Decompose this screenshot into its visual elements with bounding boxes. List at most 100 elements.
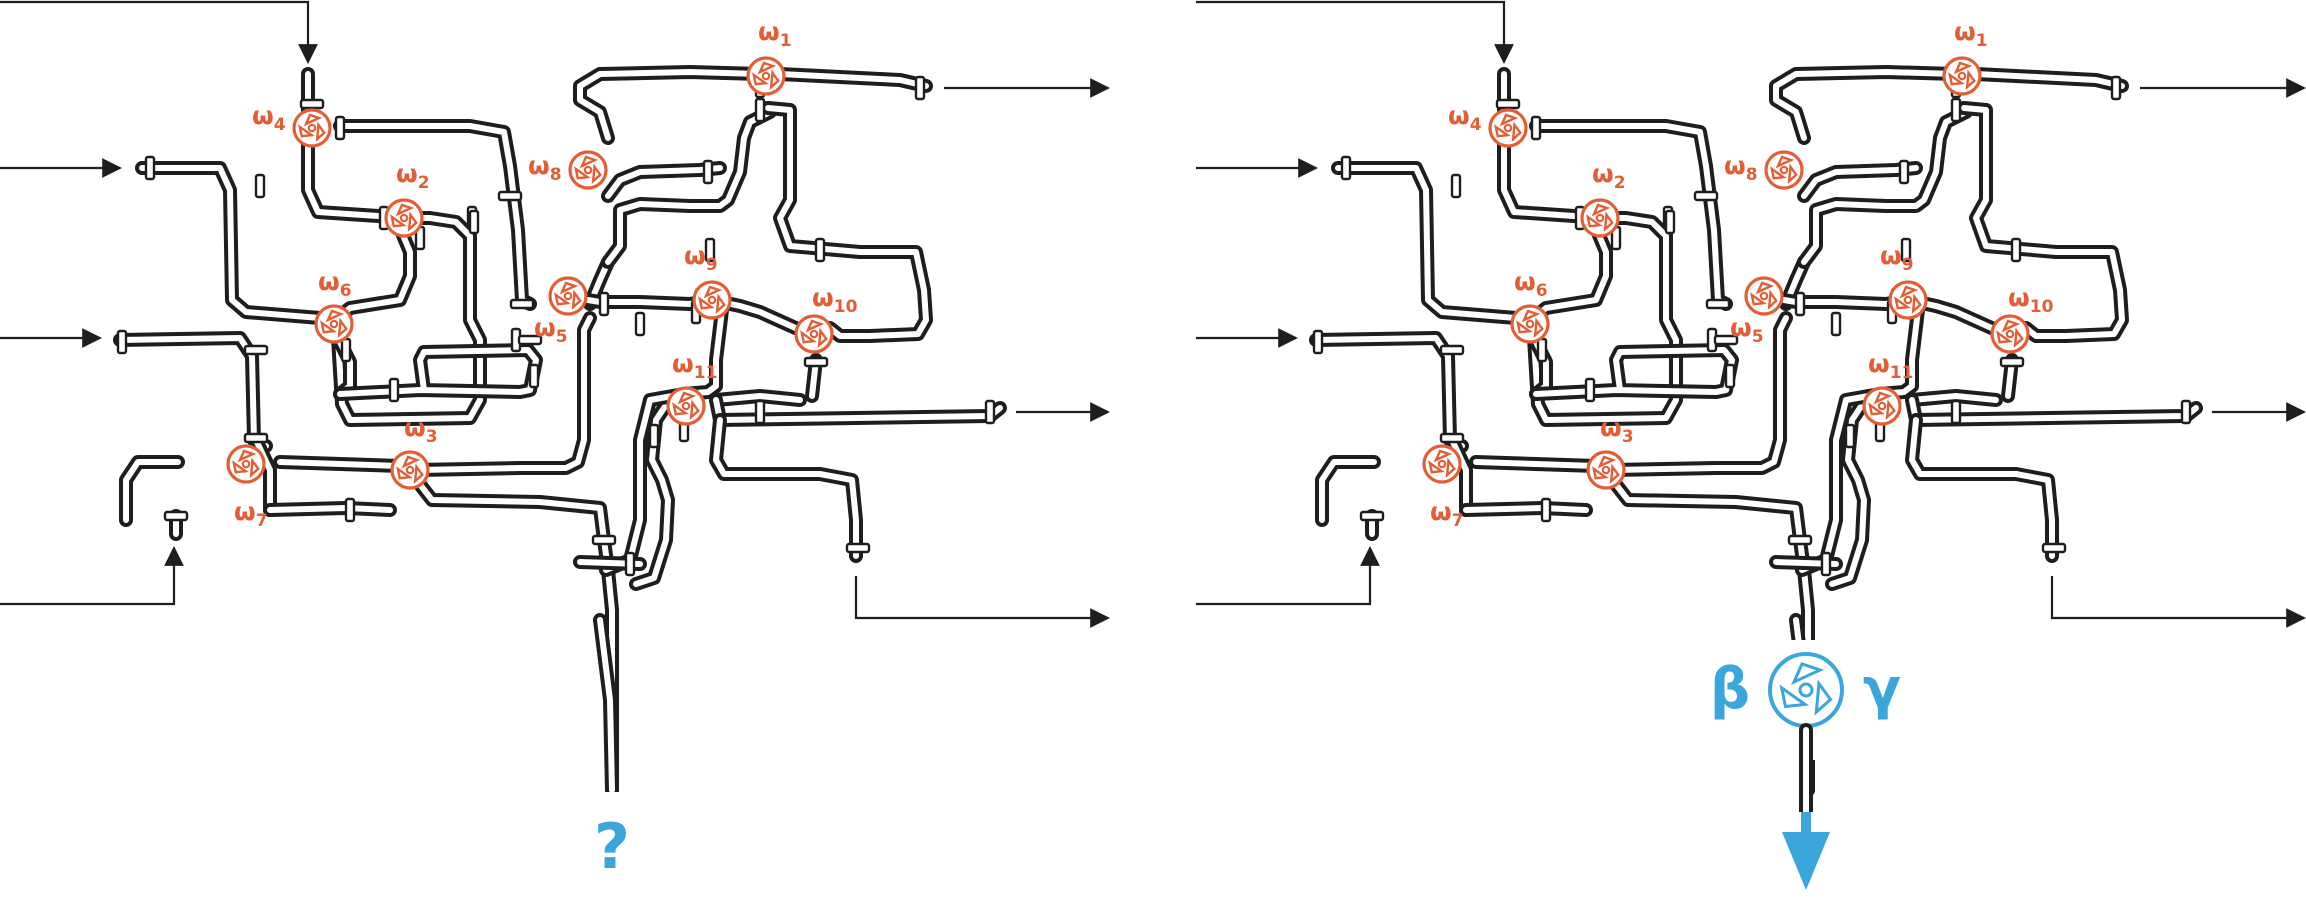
pipe-clamp [2041, 542, 2067, 554]
valve-label: ω5 [1730, 313, 1764, 347]
pipe-clamp [1794, 291, 1806, 317]
valve-label: ω9 [684, 241, 718, 275]
valve-label: ω4 [1448, 101, 1482, 135]
valve-label-beta: β [1710, 657, 1750, 722]
valve-label: ω1 [758, 17, 792, 51]
pipe-segment-core [139, 165, 323, 321]
pipe-clamp [1439, 432, 1465, 444]
valve-label: ω6 [318, 267, 352, 301]
pipe-segment-core [1531, 215, 1679, 423]
pipe-clamp [1950, 97, 1962, 123]
unknown-outlet-question-mark: ? [594, 810, 630, 883]
pipe-clamp [754, 97, 766, 123]
pipe-clamp [845, 542, 871, 554]
pipe-clamp [914, 75, 926, 101]
flow-arrow [1196, 546, 1380, 606]
pipe-segment [411, 475, 619, 797]
pipe-segment-core [633, 391, 687, 587]
pipe-clamp [984, 399, 996, 425]
valve-icon [384, 198, 424, 238]
valve-label: ω10 [2008, 283, 2054, 317]
valve-label: ω2 [396, 159, 430, 193]
valve-icon [390, 450, 430, 490]
valve-label: ω7 [1430, 497, 1464, 531]
pipe-clamp [344, 497, 356, 523]
pipe-clamp [634, 311, 646, 337]
pipe-segment-core [1611, 315, 1789, 473]
pipe-clamp [1844, 423, 1856, 449]
valve-icon [1488, 108, 1528, 148]
valve-label: ω2 [1592, 159, 1626, 193]
pipe-clamp [1439, 344, 1465, 356]
pipe-network [1309, 65, 2203, 797]
arrow-down-icon [1782, 812, 1830, 890]
valve-label: ω7 [234, 497, 268, 531]
valve-icon [666, 386, 706, 426]
valve-icon [1586, 450, 1626, 490]
pipe-segment-core [123, 459, 181, 523]
valve-label: ω8 [1724, 151, 1758, 185]
pipe-segment-core [577, 69, 763, 141]
pipe-segment-core [1909, 393, 1999, 403]
pipe-segment [1309, 331, 1469, 453]
pipe-segment-core [415, 315, 593, 473]
pipe-clamp [1530, 115, 1542, 141]
pipe-segment-core [1319, 459, 1377, 523]
flow-arrow [854, 576, 1110, 628]
pipe-clamp [1713, 334, 1739, 346]
valve-label: ω1 [1954, 17, 1988, 51]
pipe-clamp [704, 237, 716, 263]
pipe-clamp [1787, 534, 1813, 546]
pipe-clamp [598, 291, 610, 317]
pipe-clamp [702, 159, 714, 185]
pipe-segment-core [597, 617, 615, 793]
pipe-clamp [509, 298, 535, 310]
valve-icon [1744, 276, 1784, 316]
pipe-clamp [2110, 75, 2122, 101]
valve-label: ω4 [252, 101, 286, 135]
pipe-clamp [497, 190, 523, 202]
valve-icon [1862, 386, 1902, 426]
valve-label: ω6 [1514, 267, 1548, 301]
pipe-clamp [2010, 237, 2022, 263]
pipe-clamp [1999, 356, 2025, 368]
pipe-clamp [1340, 155, 1352, 181]
pipe-clamp [1898, 159, 1910, 185]
valve-icon [568, 150, 608, 190]
pipe-segment-core [1335, 165, 1519, 321]
pipe-clamp [1830, 311, 1842, 337]
valve-icon [314, 304, 354, 344]
pipe-segment [709, 413, 863, 563]
pipe-segment-core [765, 105, 929, 339]
pipe-clamps [1312, 73, 2192, 577]
valve-label: ω8 [528, 151, 562, 185]
pipe-segment [113, 331, 273, 453]
pipe-clamp [340, 337, 352, 363]
valve-icon [226, 444, 266, 484]
valve-icon [1764, 150, 1804, 190]
pipe-clamp [1693, 190, 1719, 202]
valve-label: ω10 [812, 283, 858, 317]
pipe-clamp [1705, 298, 1731, 310]
flow-arrow [0, 546, 184, 606]
pipe-segment-core [713, 393, 803, 403]
flow-arrow [1196, 0, 1514, 64]
valve-icon [1990, 314, 2030, 354]
valve-icon [292, 108, 332, 148]
pipe-clamp [254, 173, 266, 199]
valve-label: ω3 [404, 413, 438, 447]
pipe-clamp [1495, 98, 1521, 110]
pipe-clamp [1900, 237, 1912, 263]
pipe-clamp [528, 363, 540, 389]
pipe-segment-core [253, 437, 273, 513]
pipe-segment-core [1801, 105, 1969, 265]
valve-icon [794, 314, 834, 354]
flow-arrows [1196, 0, 2306, 628]
pipe-clamp [591, 534, 617, 546]
pipe-segment-core [1961, 105, 2125, 339]
flow-arrow [0, 0, 318, 64]
pipe-clamp [754, 399, 766, 425]
valve-icon [1942, 56, 1982, 96]
